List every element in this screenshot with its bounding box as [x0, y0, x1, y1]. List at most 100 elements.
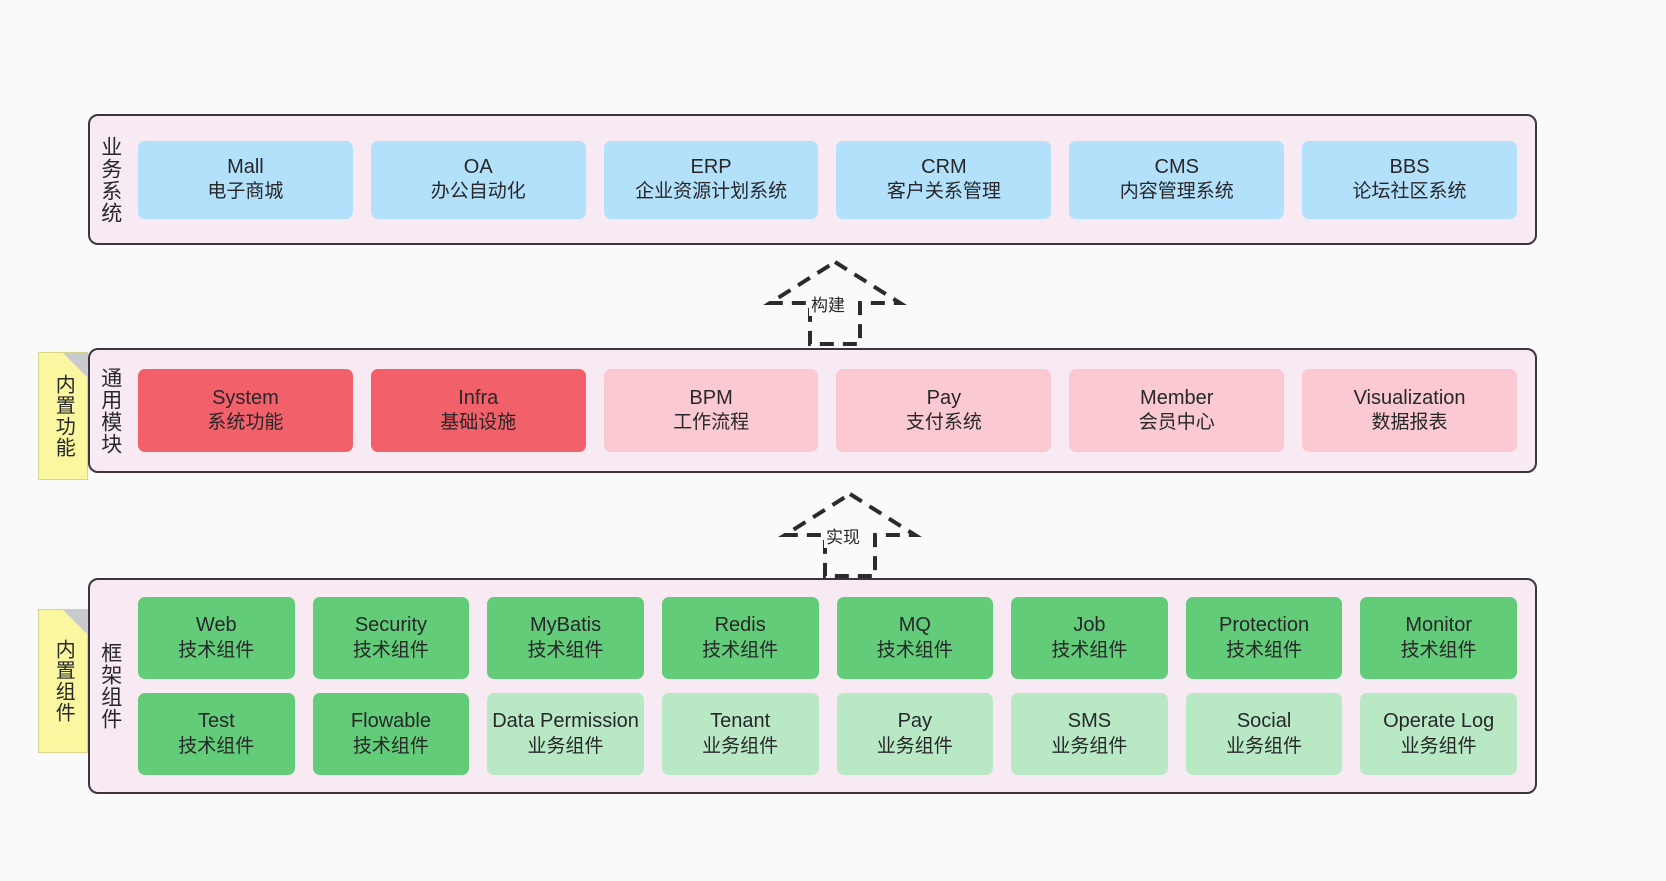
- card-system[interactable]: System 系统功能: [138, 369, 353, 452]
- card-title-en: Test: [197, 710, 235, 733]
- layer-title-common: 通用模块: [98, 366, 122, 455]
- card-visualization[interactable]: Visualization 数据报表: [1302, 369, 1517, 452]
- realization-arrow-icon: [763, 259, 907, 346]
- card-crm[interactable]: CRM 客户关系管理: [836, 140, 1052, 219]
- card-title-en: Social: [1236, 710, 1292, 733]
- card-title-en: Visualization: [1353, 386, 1466, 409]
- sticky-note-text: 内置功能: [52, 374, 75, 458]
- card-title-cn: 论坛社区系统: [1352, 181, 1467, 203]
- card-sms[interactable]: SMS 业务组件: [1011, 693, 1168, 775]
- card-infra[interactable]: Infra 基础设施: [370, 369, 586, 452]
- layer-title-framework: 框架组件: [98, 642, 122, 730]
- card-operate-log[interactable]: Operate Log 业务组件: [1360, 693, 1517, 775]
- card-tenant[interactable]: Tenant 业务组件: [661, 693, 819, 775]
- card-title-cn: 电子商城: [207, 181, 284, 203]
- card-title-cn: 业务组件: [876, 735, 953, 757]
- card-title-cn: 企业资源计划系统: [635, 181, 788, 203]
- card-oa[interactable]: OA 办公自动化: [370, 140, 586, 219]
- card-title-cn: 技术组件: [527, 639, 604, 661]
- layer-body-common: System 系统功能 Infra 基础设施 BPM 工作流程 Pay 支付系统…: [130, 350, 1535, 471]
- card-title-cn: 工作流程: [673, 412, 750, 434]
- card-title-en: Pay: [897, 710, 933, 733]
- connector-build: 构建: [750, 258, 920, 348]
- card-title-en: BBS: [1389, 155, 1430, 178]
- card-title-cn: 办公自动化: [430, 181, 526, 203]
- card-flowable[interactable]: Flowable 技术组件: [312, 693, 470, 775]
- connector-implement: 实现: [765, 490, 935, 580]
- card-title-cn: 业务组件: [1226, 735, 1303, 757]
- card-title-en: System: [212, 386, 279, 409]
- card-pay-biz[interactable]: Pay 业务组件: [836, 693, 994, 775]
- card-title-en: Web: [195, 614, 237, 637]
- layer-panel-common: 通用模块 System 系统功能 Infra 基础设施 BPM 工作流程 Pay…: [88, 348, 1537, 473]
- card-row: Web 技术组件 Security 技术组件 MyBatis 技术组件 Redi…: [138, 597, 1517, 679]
- card-row: System 系统功能 Infra 基础设施 BPM 工作流程 Pay 支付系统…: [138, 369, 1517, 452]
- card-cms[interactable]: CMS 内容管理系统: [1069, 140, 1285, 219]
- card-title-cn: 系统功能: [207, 412, 284, 434]
- realization-arrow-icon: [778, 491, 922, 578]
- card-mybatis[interactable]: MyBatis 技术组件: [487, 597, 644, 679]
- card-title-en: MQ: [898, 614, 931, 637]
- card-title-cn: 技术组件: [702, 639, 779, 661]
- card-title-cn: 技术组件: [876, 639, 953, 661]
- card-title-cn: 技术组件: [352, 735, 429, 757]
- card-mall[interactable]: Mall 电子商城: [138, 140, 353, 219]
- card-title-cn: 业务组件: [1051, 735, 1128, 757]
- card-title-cn: 业务组件: [1400, 735, 1477, 757]
- layer-body-framework: Web 技术组件 Security 技术组件 MyBatis 技术组件 Redi…: [130, 580, 1535, 792]
- card-title-en: ERP: [690, 155, 732, 178]
- card-bbs[interactable]: BBS 论坛社区系统: [1302, 140, 1517, 219]
- card-bpm[interactable]: BPM 工作流程: [603, 369, 819, 452]
- card-social[interactable]: Social 业务组件: [1185, 693, 1343, 775]
- card-title-en: CMS: [1154, 155, 1199, 178]
- card-row: Mall 电子商城 OA 办公自动化 ERP 企业资源计划系统 CRM 客户关系…: [138, 140, 1517, 219]
- layer-title-business: 业务系统: [98, 135, 122, 224]
- card-title-cn: 业务组件: [702, 735, 779, 757]
- connector-label-build: 构建: [809, 291, 847, 316]
- card-row: Test 技术组件 Flowable 技术组件 Data Permission …: [138, 693, 1517, 775]
- card-pay[interactable]: Pay 支付系统: [836, 369, 1052, 452]
- card-erp[interactable]: ERP 企业资源计划系统: [603, 140, 819, 219]
- card-title-en: BPM: [689, 386, 733, 409]
- card-title-en: Flowable: [350, 710, 431, 733]
- card-title-cn: 会员中心: [1138, 412, 1215, 434]
- card-title-en: Operate Log: [1383, 710, 1495, 733]
- sticky-note-text: 内置组件: [52, 639, 75, 723]
- card-title-cn: 技术组件: [352, 639, 429, 661]
- card-title-cn: 技术组件: [1051, 639, 1128, 661]
- card-security[interactable]: Security 技术组件: [312, 597, 470, 679]
- card-member[interactable]: Member 会员中心: [1069, 369, 1285, 452]
- card-title-en: Protection: [1219, 614, 1310, 637]
- card-title-en: Member: [1140, 386, 1214, 409]
- card-title-cn: 技术组件: [1400, 639, 1477, 661]
- card-title-cn: 技术组件: [178, 735, 255, 757]
- card-title-en: CRM: [921, 155, 967, 178]
- card-redis[interactable]: Redis 技术组件: [661, 597, 819, 679]
- card-web[interactable]: Web 技术组件: [138, 597, 295, 679]
- card-title-en: Mall: [227, 155, 264, 178]
- card-title-cn: 客户关系管理: [886, 181, 1001, 203]
- card-title-cn: 内容管理系统: [1119, 181, 1234, 203]
- card-title-en: Monitor: [1405, 614, 1473, 637]
- card-monitor[interactable]: Monitor 技术组件: [1360, 597, 1517, 679]
- card-title-cn: 基础设施: [440, 412, 517, 434]
- card-data-permission[interactable]: Data Permission 业务组件: [487, 693, 644, 775]
- card-title-en: Tenant: [710, 710, 771, 733]
- card-test[interactable]: Test 技术组件: [138, 693, 295, 775]
- card-title-cn: 技术组件: [178, 639, 255, 661]
- card-title-cn: 支付系统: [905, 412, 982, 434]
- card-title-en: Pay: [926, 386, 962, 409]
- sticky-note-builtin-function: 内置功能: [38, 352, 88, 480]
- card-protection[interactable]: Protection 技术组件: [1185, 597, 1343, 679]
- card-title-en: MyBatis: [530, 614, 602, 637]
- card-title-en: Infra: [458, 386, 499, 409]
- card-title-en: OA: [463, 155, 493, 178]
- card-title-cn: 数据报表: [1371, 412, 1448, 434]
- card-title-cn: 技术组件: [1226, 639, 1303, 661]
- card-job[interactable]: Job 技术组件: [1011, 597, 1168, 679]
- card-mq[interactable]: MQ 技术组件: [836, 597, 994, 679]
- card-title-cn: 业务组件: [527, 735, 604, 757]
- card-title-en: Job: [1073, 614, 1106, 637]
- card-title-en: Data Permission: [492, 710, 639, 733]
- sticky-note-builtin-component: 内置组件: [38, 609, 88, 753]
